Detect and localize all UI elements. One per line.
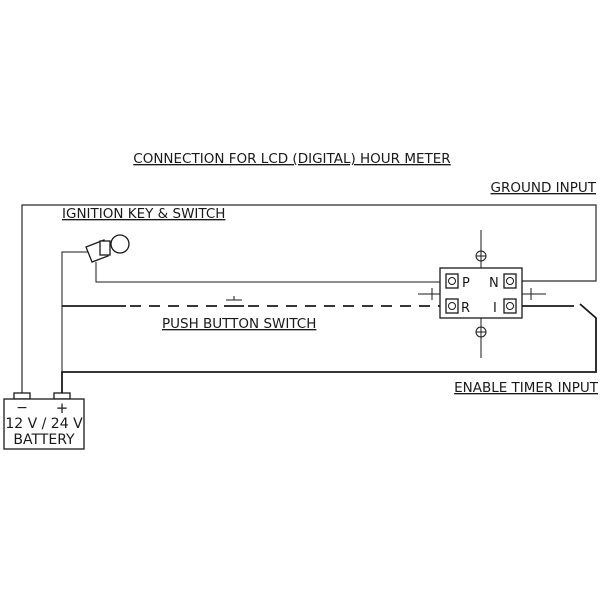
ignition-label: IGNITION KEY & SWITCH <box>62 206 225 222</box>
battery-plus-label: + <box>56 399 69 417</box>
push-button-switch-icon <box>62 296 440 307</box>
terminal-r-label: R <box>461 301 470 316</box>
battery-body <box>3 398 85 450</box>
battery-minus-label: − <box>16 400 28 416</box>
battery: − + 12 V / 24 V BATTERY <box>3 392 85 450</box>
ground-input-label: GROUND INPUT <box>491 180 597 196</box>
ground-wire <box>21 204 597 393</box>
terminal-r <box>445 298 459 314</box>
terminal-i <box>503 298 517 314</box>
push-button-label: PUSH BUTTON SWITCH <box>162 316 316 332</box>
enable-timer-label: ENABLE TIMER INPUT <box>454 380 599 396</box>
hour-meter: P N R I <box>418 230 546 358</box>
battery-minus-terminal <box>13 392 31 400</box>
terminal-n <box>503 273 517 289</box>
battery-voltage: 12 V / 24 V <box>5 416 83 432</box>
terminal-p-label: P <box>462 276 470 291</box>
battery-name: BATTERY <box>13 432 75 448</box>
terminal-n-label: N <box>489 276 499 291</box>
terminal-p <box>445 273 459 289</box>
ignition-switch-icon <box>61 234 440 393</box>
terminal-i-label: I <box>493 301 497 316</box>
enable-timer-wire <box>61 303 597 393</box>
diagram-title: CONNECTION FOR LCD (DIGITAL) HOUR METER <box>133 151 450 167</box>
